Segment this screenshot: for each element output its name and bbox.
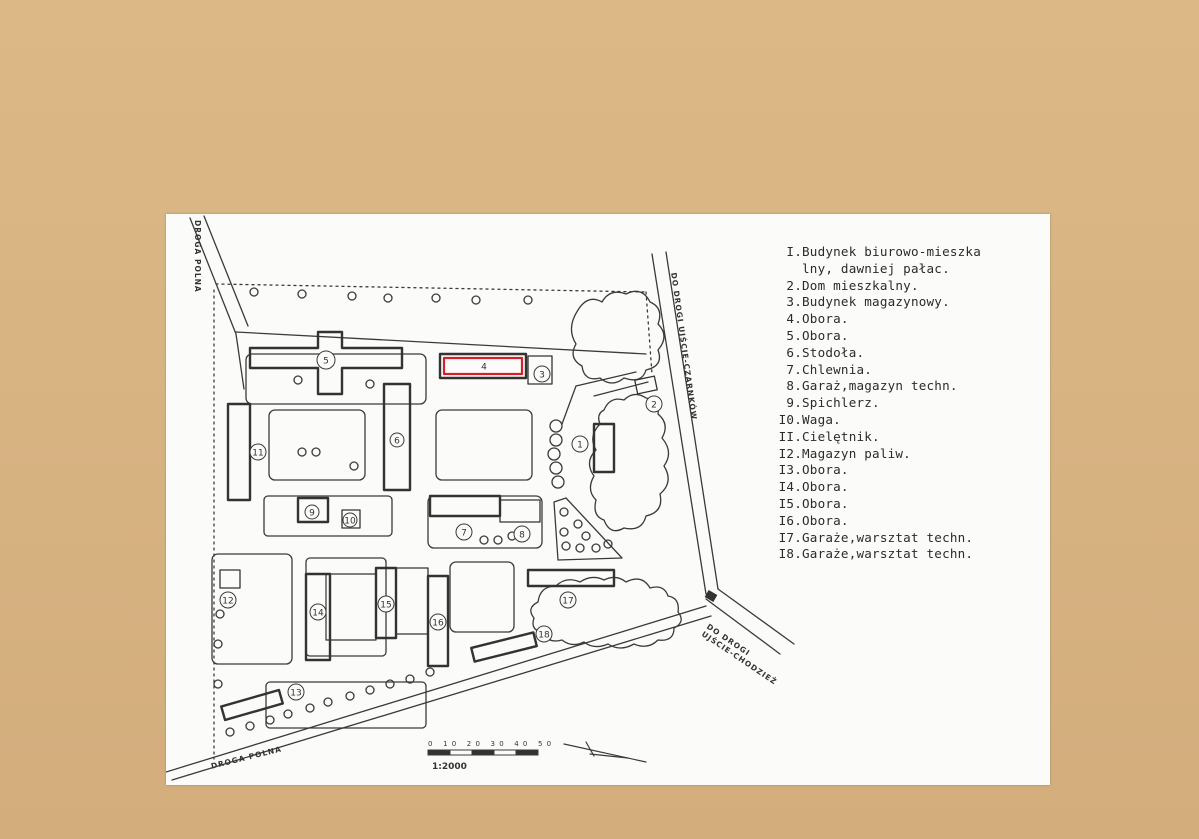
building-3 — [527, 355, 553, 385]
legend: I.Budynek biurowo-mieszka lny, dawniej p… — [770, 244, 1048, 563]
building-7 — [428, 494, 502, 518]
road-chodziez-a — [717, 588, 795, 645]
yard-obora-13 — [265, 681, 427, 729]
legend-item-1-cont: lny, dawniej pałac. — [802, 260, 950, 276]
num-4: 4 — [481, 363, 487, 373]
building-number-labels: 5 4 3 2 6 11 1 9 10 7 8 12 14 15 16 17 1… — [222, 357, 657, 699]
num-10: 10 — [344, 517, 356, 527]
num-6: 6 — [394, 437, 400, 447]
legend-item-18: I8.Garaże,warsztat techn. — [778, 546, 974, 562]
num-12: 12 — [222, 597, 233, 607]
num-14: 14 — [312, 609, 324, 619]
legend-item-6: 6.Stodoła. — [786, 344, 865, 360]
num-2: 2 — [651, 401, 657, 411]
num-3: 3 — [539, 371, 545, 381]
road-connector-b — [593, 381, 649, 397]
legend-item-10: I0.Waga. — [778, 411, 841, 427]
yard-center — [435, 409, 533, 481]
road-label-polna-top: DROGA POLNA — [193, 220, 202, 293]
tree-cluster-north — [570, 290, 665, 384]
legend-item-11: II.Cielętnik. — [778, 428, 880, 444]
road-czarnkow-a — [651, 253, 707, 595]
num-17: 17 — [562, 597, 573, 607]
road-inner-top — [235, 331, 647, 355]
legend-item-17: I7.Garaże,warsztat techn. — [778, 529, 974, 545]
building-13 — [220, 688, 284, 722]
num-8: 8 — [519, 531, 525, 541]
num-18: 18 — [538, 631, 550, 641]
building-10 — [341, 509, 361, 529]
legend-item-5: 5.Obora. — [786, 327, 849, 343]
site-plan: 5 4 3 2 6 11 1 9 10 7 8 12 14 15 16 17 1… — [166, 215, 795, 781]
legend-item-8: 8.Garaż,magazyn techn. — [786, 378, 958, 394]
yard-north — [245, 353, 427, 405]
building-14 — [304, 572, 332, 662]
road-polna-left-a — [189, 217, 245, 390]
building-17 — [526, 568, 616, 588]
building-5 — [248, 330, 404, 396]
legend-item-2: 2.Dom mieszkalny. — [786, 277, 919, 293]
legend-item-14: I4.Obora. — [778, 479, 849, 495]
building-9 — [296, 496, 330, 524]
legend-item-7: 7.Chlewnia. — [786, 361, 873, 377]
num-1: 1 — [577, 441, 583, 451]
legend-item-4: 4.Obora. — [786, 311, 849, 327]
boundary-fence — [213, 283, 653, 760]
building-16 — [426, 574, 450, 668]
road-czarnkow-b — [665, 251, 719, 590]
legend-item-3: 3.Budynek magazynowy. — [786, 294, 950, 310]
tree-cluster-east — [588, 393, 670, 532]
num-15: 15 — [380, 601, 391, 611]
legend-item-1: I.Budynek biurowo-mieszka — [786, 244, 981, 259]
num-16: 16 — [432, 619, 444, 629]
num-11: 11 — [252, 449, 263, 459]
yard-circles — [293, 375, 613, 553]
building-12 — [219, 569, 241, 589]
scale-ticks: 0 10 20 30 40 50 — [428, 740, 556, 748]
road-chodziez-b — [705, 598, 781, 655]
scale-bar — [427, 749, 539, 756]
yard-spichlerz — [263, 495, 393, 537]
scale-ratio: 1:2000 — [432, 762, 467, 772]
building-18 — [470, 631, 538, 663]
building-1 — [592, 422, 616, 474]
tree-cluster-south — [530, 576, 682, 649]
map-sheet: 5 4 3 2 6 11 1 9 10 7 8 12 14 15 16 17 1… — [166, 214, 1050, 785]
tree-clusters — [530, 290, 682, 649]
legend-item-9: 9.Spichlerz. — [786, 395, 880, 411]
road-polna-bottom-a — [166, 605, 707, 773]
tree-row-top — [249, 287, 533, 305]
road-connector — [561, 371, 637, 425]
yard-obora-16 — [449, 561, 515, 633]
building-15b — [395, 567, 429, 635]
legend-item-12: I2.Magazyn paliw. — [778, 445, 911, 461]
yard-southwest — [211, 553, 293, 665]
building-4-highlight — [442, 356, 524, 376]
num-13: 13 — [290, 689, 301, 699]
roads — [166, 215, 795, 781]
num-7: 7 — [461, 529, 467, 539]
building-numbers — [219, 350, 663, 701]
yard-triangle — [553, 497, 623, 561]
yards — [211, 353, 623, 729]
num-5: 5 — [323, 357, 329, 367]
yard-west — [268, 409, 366, 481]
building-4 — [438, 352, 528, 380]
junction-mark — [704, 590, 718, 602]
road-polna-left-b — [203, 215, 249, 327]
tree-row-bottom — [213, 609, 435, 737]
building-8-yard — [499, 499, 541, 523]
building-2 — [634, 375, 658, 395]
road-polna-bottom-b — [171, 615, 712, 781]
legend-item-13: I3.Obora. — [778, 462, 849, 478]
building-14-yard — [325, 573, 377, 641]
legend-item-15: I5.Obora. — [778, 495, 849, 511]
building-11 — [226, 402, 252, 502]
legend-item-16: I6.Obora. — [778, 512, 849, 528]
building-6 — [382, 382, 412, 492]
north-arrow — [563, 741, 647, 763]
num-9: 9 — [309, 509, 315, 519]
